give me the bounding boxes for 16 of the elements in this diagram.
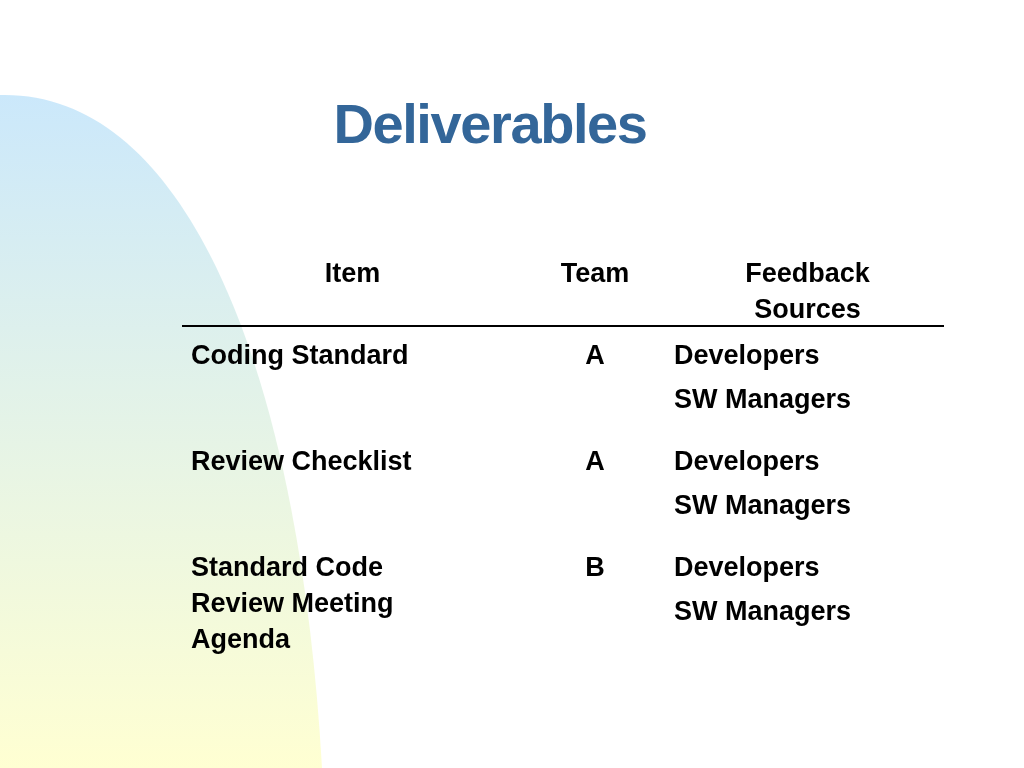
team-text: B: [584, 551, 606, 584]
feedback-text: SW Managers: [674, 595, 853, 628]
feedback-text: Developers: [674, 551, 821, 584]
feedback-text: Developers: [674, 339, 821, 372]
item-text: Coding Standard: [191, 339, 410, 372]
title: Deliverables: [332, 91, 648, 157]
item-text: Review Checklist: [191, 445, 413, 478]
feedback-text: Developers: [674, 445, 821, 478]
column-header: Team: [559, 257, 631, 290]
team-text: A: [584, 339, 606, 372]
team-text: A: [584, 445, 606, 478]
column-header: Item: [323, 257, 382, 290]
column-header: Feedback Sources: [744, 257, 871, 326]
item-text: Standard Code Review Meeting Agenda: [191, 551, 395, 656]
feedback-text: SW Managers: [674, 383, 853, 416]
feedback-text: SW Managers: [674, 489, 853, 522]
